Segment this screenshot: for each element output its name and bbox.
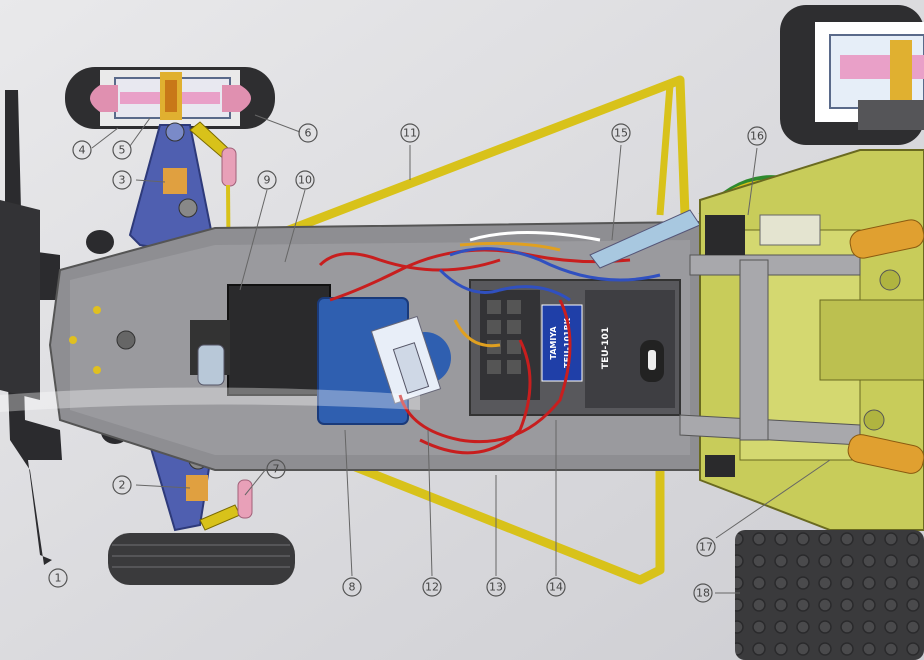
callout-17-text: 17 [699, 541, 713, 554]
wiring [318, 231, 661, 455]
callout-3-text: 3 [119, 174, 126, 187]
callout-18-text: 18 [696, 587, 710, 600]
callout-6: 6 [298, 123, 318, 143]
callout-5-text: 5 [119, 144, 126, 157]
callout-1: 1 [48, 568, 68, 588]
callout-14: 14 [546, 577, 566, 597]
callout-8: 8 [342, 577, 362, 597]
rear-gearbox [679, 149, 924, 531]
callout-11: 11 [400, 123, 420, 143]
receiver [190, 284, 331, 396]
esc-side-label: TEU-101 [601, 327, 611, 369]
callout-7: 7 [266, 459, 286, 479]
rear-tire-top [780, 5, 924, 145]
callout-4: 4 [72, 140, 92, 160]
callout-10-text: 10 [298, 174, 312, 187]
esc-model-label: TEU-101BK [563, 317, 572, 368]
roll-cage [248, 75, 690, 585]
callout-14-text: 14 [549, 581, 563, 594]
callout-2-text: 2 [119, 479, 126, 492]
callout-15: 15 [611, 123, 631, 143]
callout-2: 2 [112, 475, 132, 495]
rear-tire-bottom [735, 530, 924, 660]
callout-13-text: 13 [489, 581, 503, 594]
speed-controller: TAMIYA TEU-101BK TEU-101 [469, 279, 681, 416]
esc-brand-label: TAMIYA [549, 326, 558, 360]
callout-9-text: 9 [264, 174, 271, 187]
front-tire-bottom [108, 533, 295, 585]
callout-1-text: 1 [55, 572, 62, 585]
callout-17: 17 [696, 537, 716, 557]
callout-12-text: 12 [425, 581, 439, 594]
callout-16-text: 16 [750, 130, 764, 143]
callout-10: 10 [295, 170, 315, 190]
front-tire-top [65, 67, 275, 129]
callout-16: 16 [747, 126, 767, 146]
callout-18: 18 [693, 583, 713, 603]
callout-5: 5 [112, 140, 132, 160]
callout-9: 9 [257, 170, 277, 190]
callout-7-text: 7 [273, 463, 280, 476]
callout-11-text: 11 [403, 127, 417, 140]
callout-12: 12 [422, 577, 442, 597]
battery-pack [317, 297, 451, 425]
callout-4-text: 4 [79, 144, 86, 157]
callout-8-text: 8 [349, 581, 356, 594]
callout-13: 13 [486, 577, 506, 597]
callout-3: 3 [112, 170, 132, 190]
leader-lines [91, 114, 831, 594]
callout-6-text: 6 [305, 127, 312, 140]
callout-15-text: 15 [614, 127, 628, 140]
